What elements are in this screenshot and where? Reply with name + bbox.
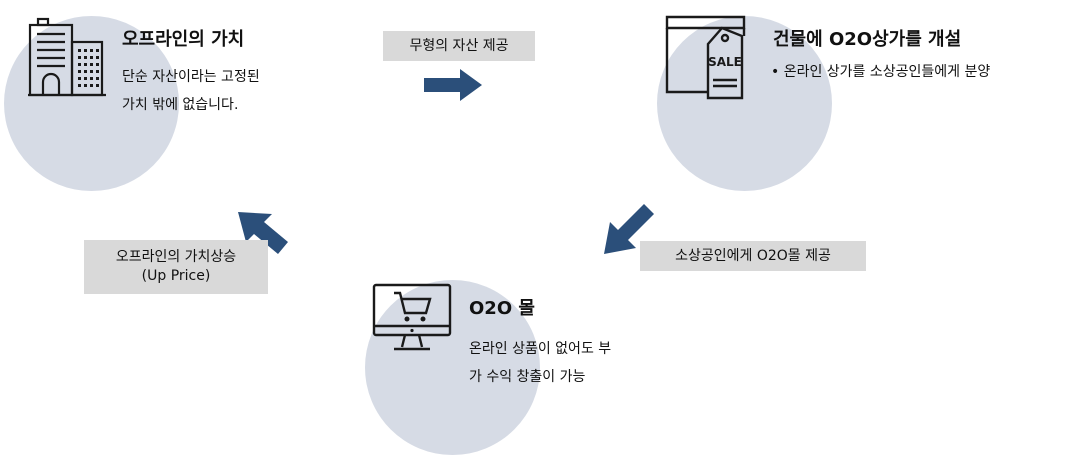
building-icon bbox=[28, 17, 106, 97]
svg-text:SALE: SALE bbox=[708, 55, 742, 69]
node-title-o2o-mall: O2O 몰 bbox=[469, 298, 535, 319]
monitor-cart-icon bbox=[372, 283, 452, 351]
edge-label-intangible-asset: 무형의 자산 제공 bbox=[383, 31, 535, 61]
node-text-o2o-store-line1: • 온라인 상가를 소상공인들에게 분양 bbox=[771, 64, 991, 80]
arrow-down-left-icon bbox=[604, 204, 654, 254]
node-circle-o2o-store bbox=[657, 16, 832, 191]
edge-label-intangible-asset-text: 무형의 자산 제공 bbox=[409, 37, 509, 54]
edge-label-value-increase-line1: 오프라인의 가치상승 bbox=[115, 249, 237, 265]
arrow-up-left-icon bbox=[238, 212, 288, 254]
arrow-right-icon bbox=[424, 69, 482, 101]
sale-tag-icon: SALE bbox=[665, 15, 746, 100]
node-text-o2o-mall-line2: 가 수익 창출이 가능 bbox=[469, 369, 586, 385]
edge-label-provide-o2o-mall-text: 소상공인에게 O2O몰 제공 bbox=[675, 247, 831, 264]
node-circle-o2o-mall bbox=[365, 280, 540, 455]
node-title-o2o-store: 건물에 O2O상가를 개설 bbox=[773, 29, 962, 50]
edge-label-provide-o2o-mall: 소상공인에게 O2O몰 제공 bbox=[640, 241, 866, 271]
node-text-offline-value-line2: 가치 밖에 없습니다. bbox=[122, 97, 239, 113]
node-title-offline-value: 오프라인의 가치 bbox=[122, 29, 245, 50]
node-text-offline-value-line1: 단순 자산이라는 고정된 bbox=[122, 69, 260, 85]
edge-label-value-increase: 오프라인의 가치상승 (Up Price) bbox=[84, 240, 268, 294]
node-text-o2o-mall-line1: 온라인 상품이 없어도 부 bbox=[469, 341, 612, 357]
node-circle-offline-value bbox=[4, 16, 179, 191]
edge-label-value-increase-line2: (Up Price) bbox=[141, 268, 211, 284]
